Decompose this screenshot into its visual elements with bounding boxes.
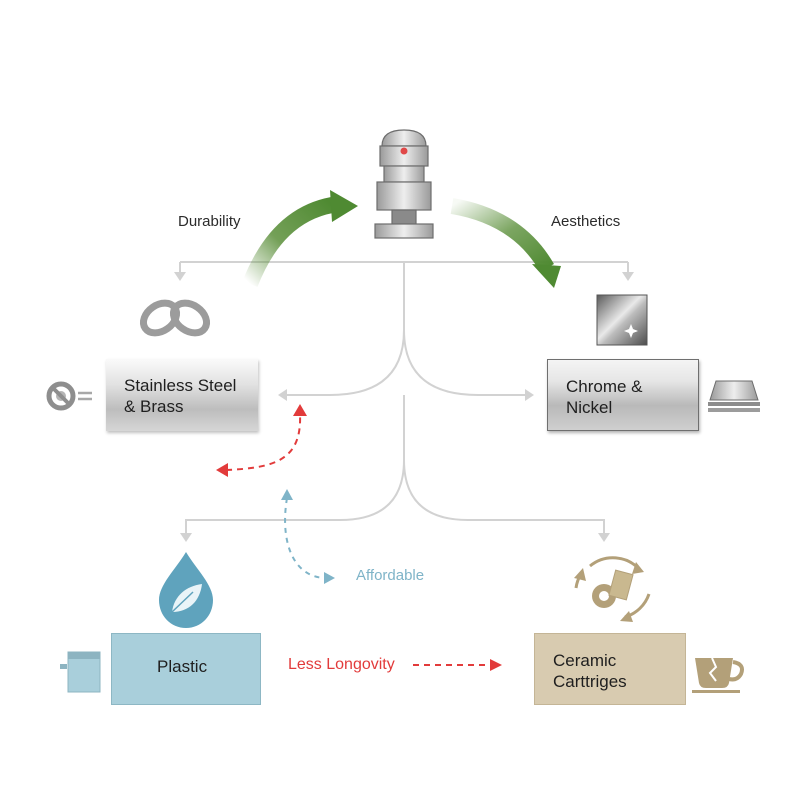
label-affordable: Affordable: [356, 567, 425, 584]
cycle-gear-icon: [574, 556, 651, 622]
broken-cup-icon: [692, 657, 744, 693]
red-dashed-arrow-right: [413, 659, 502, 671]
steel-label-line2: & Brass: [124, 397, 184, 416]
chrome-label-line1: Chrome &: [566, 377, 643, 396]
label-durability: Durability: [178, 213, 241, 230]
plastic-cup-icon: [60, 651, 101, 693]
material-box-plastic: Plastic: [111, 633, 261, 705]
material-box-chrome: Chrome & Nickel: [547, 359, 699, 431]
material-box-steel: Stainless Steel & Brass: [106, 359, 258, 431]
green-arrow-right: [450, 198, 561, 288]
plastic-label: Plastic: [157, 657, 208, 676]
water-drop-leaf-icon: [159, 552, 213, 628]
green-arrow-left: [242, 190, 358, 287]
blue-dashed-arrow: [281, 489, 335, 584]
chrome-sparkle-icon: [596, 294, 648, 346]
metal-bar-icon: [708, 380, 760, 412]
faucet-icon: [374, 129, 434, 239]
chrome-label-line2: Nickel: [566, 398, 613, 417]
red-dashed-arrow-up: [216, 404, 307, 477]
no-symbol-icon: [46, 381, 92, 411]
connector-tree: [179, 261, 629, 536]
label-less-longevity: Less Longovity: [288, 656, 395, 673]
ceramic-label-line1: Ceramic: [553, 651, 617, 670]
ceramic-label-line2: Carttriges: [553, 672, 627, 691]
material-box-ceramic: Ceramic Carttriges: [534, 633, 686, 705]
label-aesthetics: Aesthetics: [551, 213, 621, 230]
steel-label-line1: Stainless Steel: [124, 376, 237, 395]
connector-arrowheads: [174, 272, 634, 542]
chain-link-icon: [139, 299, 211, 337]
